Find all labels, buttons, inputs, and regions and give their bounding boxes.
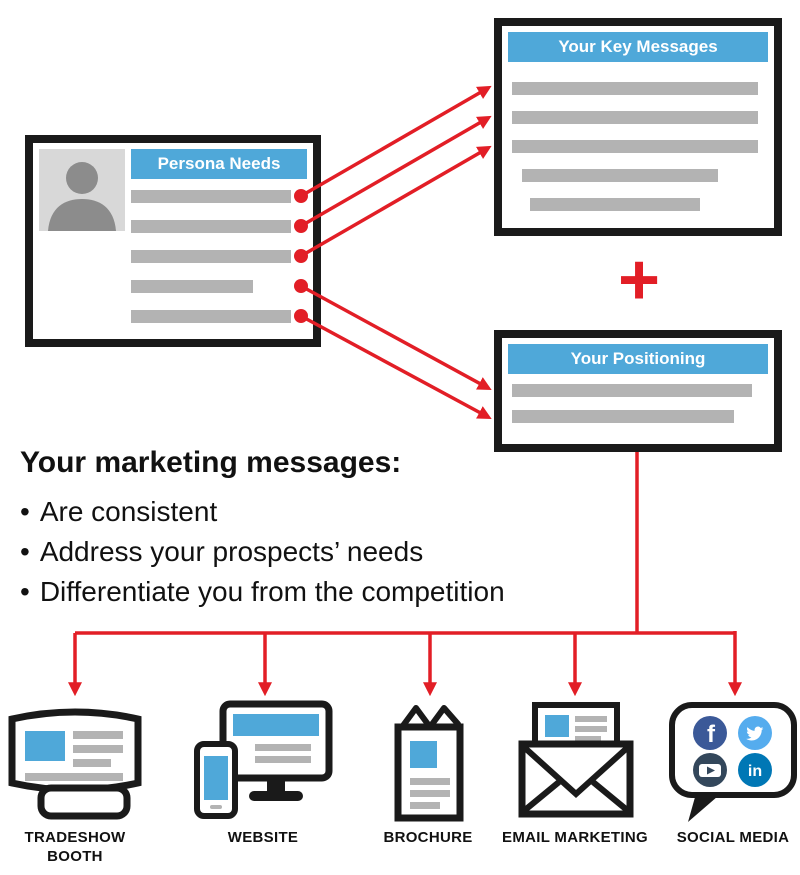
linkedin-glyph: in	[748, 763, 762, 780]
bullet-marker: •	[20, 496, 30, 527]
channel-label: EMAIL MARKETING	[502, 829, 648, 846]
website-icon	[194, 700, 333, 819]
text-placeholder-bar	[131, 250, 291, 263]
channel-label: WEBSITE	[227, 829, 299, 846]
persona-needs-title: Persona Needs	[131, 149, 307, 179]
channel-email-marketing: EMAIL MARKETING	[500, 700, 650, 848]
bullet-marker: •	[20, 576, 30, 607]
text-placeholder-bar	[131, 310, 291, 323]
marketing-messages-text: Your marketing messages: • Are consistent…	[20, 446, 580, 612]
persona-to-positioning-arrows	[300, 284, 492, 419]
channel-label: BROCHURE	[383, 829, 473, 846]
channel-brochure: BROCHURE	[353, 700, 503, 848]
bullet-consistent: • Are consistent	[20, 492, 580, 532]
bullet-marker: •	[20, 536, 30, 567]
text-placeholder-bar	[512, 410, 734, 423]
text-placeholder-bar	[131, 280, 253, 293]
bullet-text: Address your prospects’ needs	[39, 536, 424, 567]
channel-tradeshow-booth: TRADESHOW BOOTH	[0, 700, 150, 867]
text-placeholder-bar	[512, 140, 758, 153]
persona-needs-panel: Persona Needs	[25, 135, 321, 347]
plus-sign: +	[617, 240, 661, 320]
email-marketing-icon	[518, 702, 634, 818]
envelope-icon	[518, 740, 634, 818]
channel-label: SOCIAL MEDIA	[676, 829, 790, 846]
text-placeholder-bar	[512, 384, 752, 397]
bullet-prospects-needs: • Address your prospects’ needs	[20, 532, 580, 572]
text-placeholder-bar	[131, 190, 291, 203]
persona-to-keymessages-arrows	[300, 85, 492, 258]
key-messages-panel: Your Key Messages	[494, 18, 782, 236]
brochure-icon	[394, 705, 464, 822]
text-placeholder-bar	[512, 82, 758, 95]
text-placeholder-bar	[530, 198, 700, 211]
person-silhouette-icon	[48, 162, 116, 231]
channel-label: TRADESHOW BOOTH	[24, 829, 126, 865]
bullet-differentiate: • Differentiate you from the competition	[20, 572, 580, 612]
twitter-bird-glyph	[746, 726, 764, 741]
social-media-icon: f in	[669, 702, 797, 822]
positioning-panel: Your Positioning	[494, 330, 782, 452]
youtube-play-glyph	[707, 766, 715, 775]
bullet-text: Differentiate you from the competition	[39, 576, 505, 607]
marketing-messages-heading: Your marketing messages:	[20, 446, 402, 479]
linkedin-icon	[738, 753, 772, 787]
persona-avatar	[39, 149, 125, 231]
text-placeholder-bar	[512, 111, 758, 124]
key-messages-title: Your Key Messages	[508, 32, 768, 62]
channel-social-media: f in SOCIAL MEDIA	[658, 700, 800, 848]
facebook-icon	[693, 716, 727, 750]
positioning-title: Your Positioning	[508, 344, 768, 374]
channel-website: WEBSITE	[188, 700, 338, 848]
text-placeholder-bar	[522, 169, 718, 182]
tradeshow-booth-icon	[8, 708, 142, 820]
bullet-text: Are consistent	[39, 496, 218, 527]
facebook-glyph: f	[707, 721, 716, 748]
text-placeholder-bar	[131, 220, 291, 233]
speech-bubble-icon	[669, 702, 797, 798]
